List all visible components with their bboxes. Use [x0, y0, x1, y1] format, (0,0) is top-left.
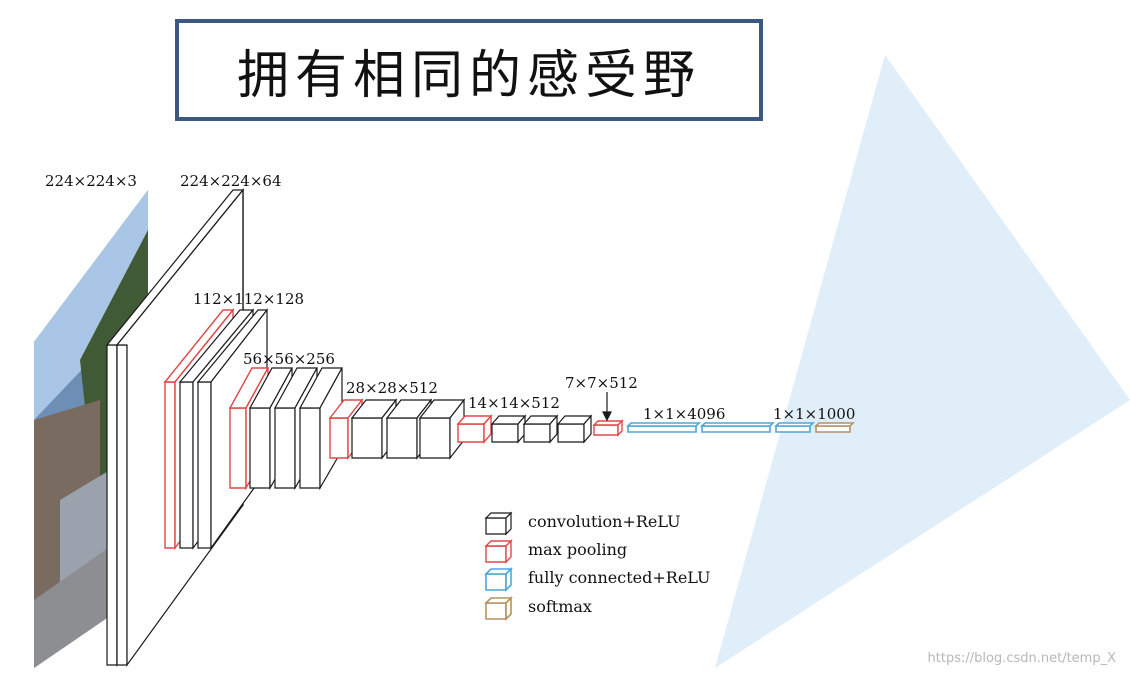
legend-swatch-softmax [484, 596, 513, 621]
legend-item-conv: convolution+ReLU [484, 511, 681, 536]
watermark: https://blog.csdn.net/temp_X [927, 651, 1116, 666]
conv4-block [350, 398, 466, 460]
title-box: 拥有相同的感受野 [175, 19, 763, 121]
label-conv2-dims: 112×112×128 [193, 290, 304, 308]
legend-swatch-fc [484, 567, 513, 592]
legend-label-fc: fully connected+ReLU [528, 568, 711, 587]
fc8-layer [775, 425, 811, 433]
label-conv4-dims: 28×28×512 [346, 379, 438, 397]
label-conv3-dims: 56×56×256 [243, 350, 335, 368]
fc6-layer [627, 425, 697, 433]
conv5-block [490, 414, 593, 444]
legend-swatch-conv [484, 511, 513, 536]
slide-title: 拥有相同的感受野 [236, 45, 701, 106]
legend-item-pool: max pooling [484, 539, 627, 564]
pool4-layer [456, 414, 493, 444]
pool5-layer [592, 419, 624, 437]
fc-layers [626, 422, 815, 433]
legend: convolution+ReLU max pooling fully conne… [484, 511, 711, 621]
legend-label-conv: convolution+ReLU [528, 512, 681, 531]
legend-item-fc: fully connected+ReLU [484, 567, 711, 592]
label-fc-out-dims: 1×1×1000 [773, 405, 855, 423]
label-pool5-dims: 7×7×512 [565, 374, 638, 392]
label-input-dims: 224×224×3 [45, 172, 137, 190]
legend-label-softmax: softmax [528, 597, 592, 616]
pool5-arrow [602, 392, 612, 422]
label-conv1-dims: 224×224×64 [180, 172, 281, 190]
label-conv5-dims: 14×14×512 [468, 394, 560, 412]
legend-label-pool: max pooling [528, 540, 627, 559]
light-blue-triangle [715, 55, 1130, 668]
softmax-layer [814, 422, 855, 433]
input-image [34, 190, 148, 668]
label-fc-dims: 1×1×4096 [643, 405, 725, 423]
conv3-block [248, 367, 344, 491]
legend-item-softmax: softmax [484, 596, 592, 621]
legend-swatch-pool [484, 539, 513, 564]
fc7-layer [701, 425, 771, 433]
